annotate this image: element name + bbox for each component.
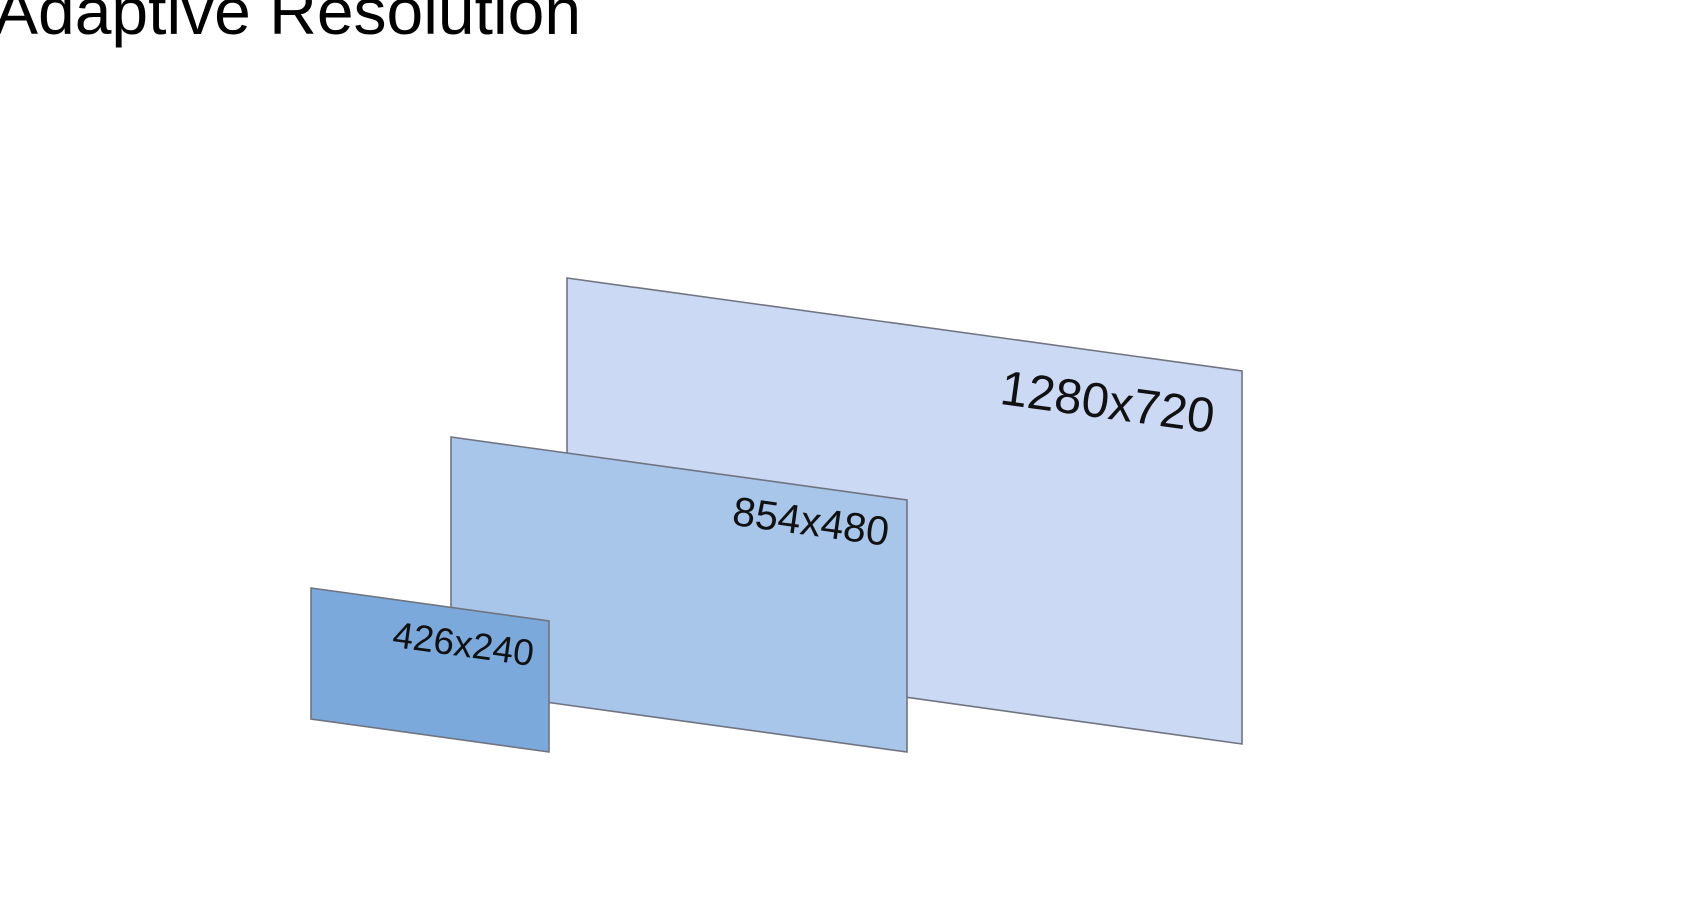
slide-title: Adaptive Resolution <box>0 0 582 48</box>
frame-426x240-shape <box>310 587 550 753</box>
frame-854x480-shape <box>450 436 908 753</box>
frame-426x240: 426x240 <box>310 587 550 753</box>
frame-854x480: 854x480 <box>450 436 908 753</box>
